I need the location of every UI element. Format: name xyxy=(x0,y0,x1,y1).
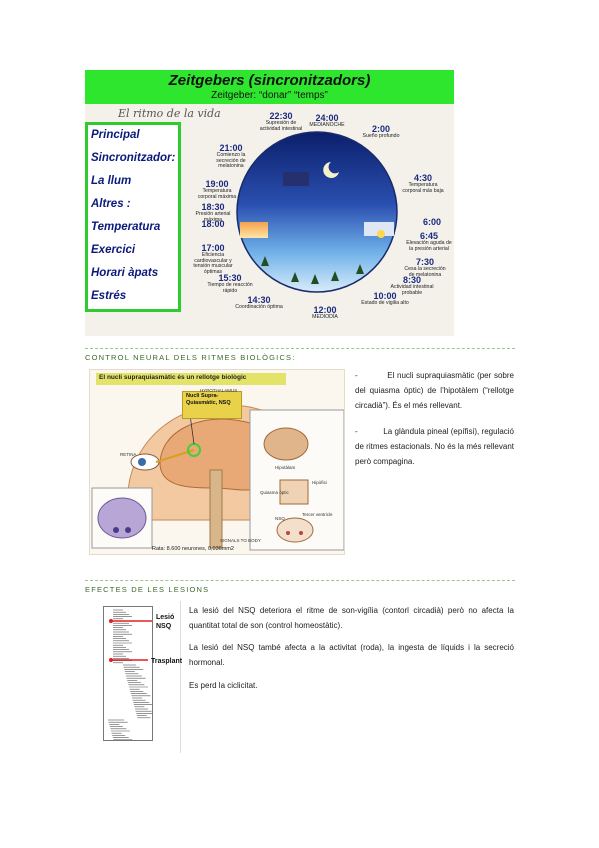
figure-title: Zeitgebers (sincronitzadors) xyxy=(168,72,371,89)
sync-line: La llum xyxy=(91,175,132,187)
day-night-clock xyxy=(236,131,398,293)
bullet-nucli-supraquiasmatic: - El nucli supraquiasmàtic (per sobre de… xyxy=(355,371,514,410)
clock-label: 18:00 xyxy=(201,219,225,229)
label-nsq: NSQ xyxy=(275,516,285,521)
nsq-callout-line: Nucli Supra- xyxy=(186,393,219,399)
sunset-icon xyxy=(240,222,268,238)
sync-line: Horari àpats xyxy=(91,267,159,279)
clock-label: 6:00 xyxy=(422,217,441,227)
section-divider xyxy=(85,348,515,349)
label-nsq-lesion: NSQ xyxy=(156,623,172,630)
night-scene-icon xyxy=(283,172,309,186)
label-hipofisi: Hipòfisi xyxy=(312,480,327,485)
actogram-svg xyxy=(108,609,152,740)
actogram-plot xyxy=(103,606,153,741)
label-hypothalamus: HYPOTHALAMUS xyxy=(200,388,238,393)
rata-note: Rata: 8.600 neurones, 0,036mm2 xyxy=(152,546,234,552)
sync-line: Estrés xyxy=(91,290,127,302)
arrow-dot xyxy=(109,619,113,623)
sync-line: Temperatura xyxy=(91,221,161,233)
nsq-callout xyxy=(182,391,242,419)
label-retina: RETINA xyxy=(120,452,137,457)
label-hipotalam: Hipotàlam xyxy=(275,465,296,470)
arrow-dot xyxy=(109,658,113,662)
section-title-efectes-lesions: EFECTES DE LES LESIONS xyxy=(85,585,210,594)
nsq-callout-line: Quiasmàtic, NSQ xyxy=(186,400,231,407)
sun-icon xyxy=(377,230,385,238)
label-quiasma-optic: Quiasma òptic xyxy=(260,490,289,495)
figure-banner xyxy=(85,70,454,104)
label-tercer-ventricle: Tercer ventricle xyxy=(302,512,333,517)
section-divider xyxy=(85,580,515,581)
nsq-callout-text: Nucli Supra- Quiasmàtic, NSQ xyxy=(186,393,231,407)
sunrise-icon xyxy=(364,222,394,236)
sync-line: Altres : xyxy=(91,198,131,210)
label-lesio: Lesió xyxy=(156,614,175,621)
brain-illustration xyxy=(91,399,344,551)
sync-line: Principal xyxy=(91,129,140,141)
figure-caption-ritmo: El ritmo de la vida xyxy=(118,107,221,120)
lesion-paragraph-3: Es perd la ciclicitat. xyxy=(189,681,258,690)
lesion-paragraph-2: La lesió del NSQ també afecta a la activ… xyxy=(189,643,514,667)
figure-banner xyxy=(96,373,286,385)
red-arrows xyxy=(109,619,152,662)
section-title-control-neural: CONTROL NEURAL DELS RITMES BIOLÒGICS: xyxy=(85,353,296,362)
lesion-paragraph-1: La lesió del NSQ deteriora el ritme de s… xyxy=(189,606,514,630)
synchronizer-box: Principal Sincronitzador: La llum Altres… xyxy=(85,122,181,312)
zeitgebers-figure: Zeitgebers (sincronitzadors) Zeitgeber: … xyxy=(85,70,454,336)
nsq-brain-figure: El nucli supraquiasmàtic és un rellotge … xyxy=(89,369,345,555)
sync-line: Sincronitzador: xyxy=(91,152,176,164)
label-signals-to-body: SIGNALS TO BODY xyxy=(220,538,261,543)
figure-subtitle: Zeitgeber: “donar” “temps” xyxy=(211,90,328,101)
bullet-glandula-pineal: - La glàndula pineal (epífisi), regulaci… xyxy=(355,427,514,466)
trees-icon xyxy=(261,256,364,284)
moon-icon xyxy=(323,162,339,178)
sync-line: Exercici xyxy=(91,244,136,256)
figure-banner-text: El nucli supraquiasmàtic és un rellotge … xyxy=(99,374,247,381)
clock-face xyxy=(236,131,398,293)
label-trasplant: Trasplant xyxy=(151,658,183,665)
